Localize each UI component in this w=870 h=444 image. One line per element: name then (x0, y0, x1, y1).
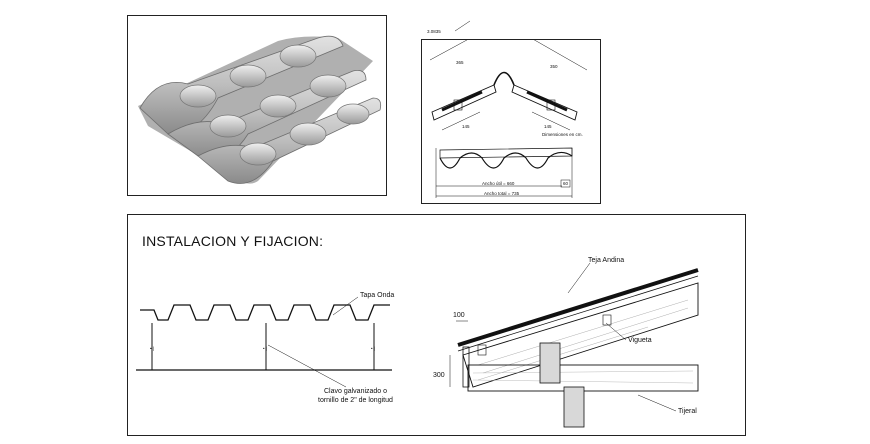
label-vigueta: Vigueta (628, 337, 652, 344)
width-total: Ancho total = 735 (484, 191, 520, 196)
tile-3d-render (127, 15, 387, 196)
dim-300: 300 (433, 372, 445, 379)
label-tijeral: Tijeral (678, 408, 697, 415)
label-clavo-1: Clavo galvanizado o (324, 388, 387, 395)
label-tapa-onda: Tapa Onda (360, 292, 394, 299)
dim-low-right: 145 (544, 124, 552, 129)
width-useful: Ancho útil = 660 (482, 181, 515, 186)
tile-3d-drawing (138, 35, 382, 184)
dim-left: 365 (456, 60, 464, 65)
ridge-top-dim: 3.0835 (427, 20, 471, 34)
svg-text:• |: • | (371, 346, 375, 351)
svg-text:• |: • | (263, 346, 267, 351)
dim-right: 350 (550, 64, 558, 69)
label-clavo-2: tornillo de 2" de longitud (318, 397, 393, 404)
dim-low-left: 145 (462, 124, 470, 129)
dim-100: 100 (453, 312, 465, 319)
install-title: INSTALACION Y FIJACION: (142, 233, 324, 249)
installation-drawing: • | • | • | Tapa Onda Clavo galvanizado … (136, 257, 699, 428)
ridge-dimension-detail: 365 350 145 145 Dimensiones en cm. 60 An… (421, 39, 601, 204)
ridge-drawing: 365 350 145 145 Dimensiones en cm. 60 An… (429, 40, 588, 198)
units-note: Dimensiones en cm. (542, 132, 583, 137)
svg-text:• |: • | (150, 346, 154, 351)
dim-small: 60 (563, 181, 569, 186)
installation-panel: INSTALACION Y FIJACION: • | • | • | Tapa… (127, 214, 746, 436)
label-teja-andina: Teja Andina (588, 257, 624, 264)
dim-top: 3.0835 (427, 29, 441, 34)
